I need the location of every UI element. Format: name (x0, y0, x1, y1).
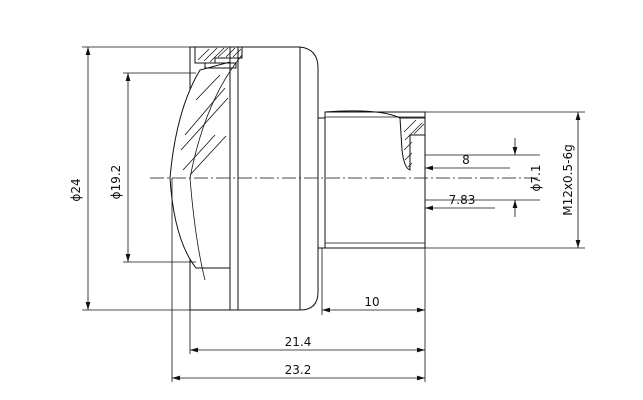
dim-lens-diameter: ϕ19.2 (109, 165, 123, 200)
front-lens (169, 54, 243, 281)
dim-bore-diameter: ϕ7.1 (529, 165, 543, 192)
dim-thread: M12x0.5-6g (561, 144, 575, 215)
dim-depth-7-83: 7.83 (449, 193, 476, 207)
dim-length-21-4: 21.4 (285, 335, 312, 349)
extension-lines (82, 46, 585, 382)
section-hatch-rear (399, 117, 426, 171)
dim-length-23-2: 23.2 (285, 363, 312, 377)
dim-depth-8: 8 (462, 153, 470, 167)
section-hatch-top (194, 46, 243, 69)
dim-outer-diameter: ϕ24 (69, 178, 83, 201)
dimension-lines (85, 47, 581, 381)
dim-thread-length: 10 (364, 295, 379, 309)
